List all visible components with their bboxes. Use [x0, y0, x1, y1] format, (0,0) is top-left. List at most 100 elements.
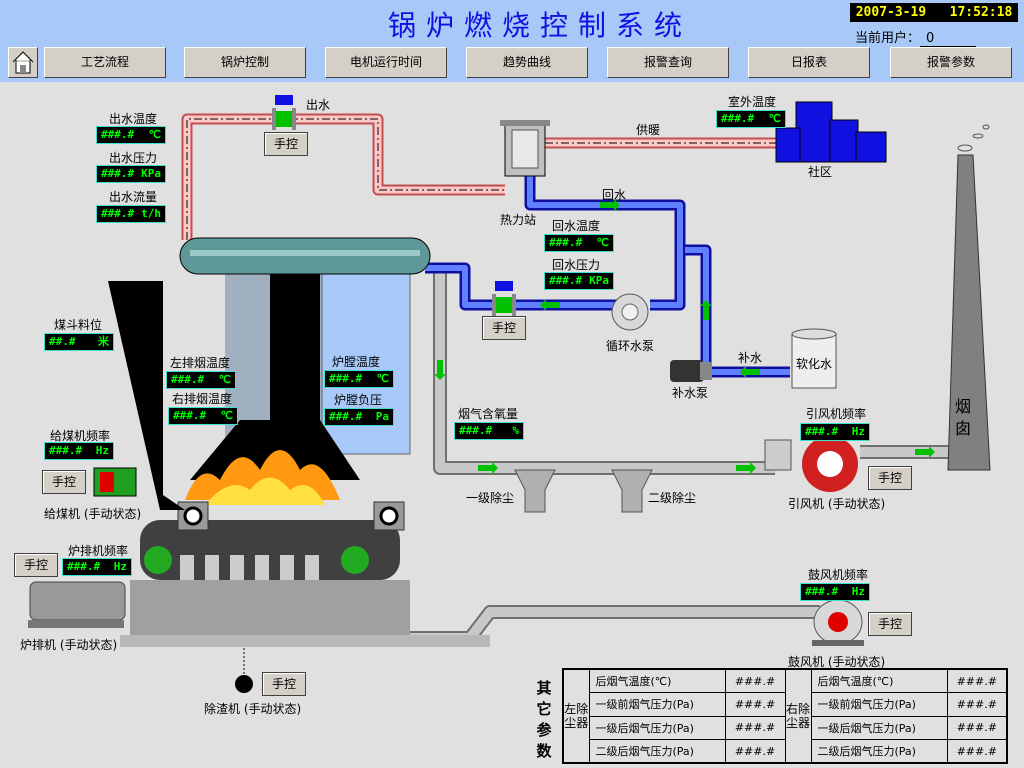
value: ###.# [101, 128, 135, 141]
param-value: ###.# [946, 739, 1008, 764]
nav-daily-report[interactable]: 日报表 [748, 47, 870, 78]
value: ###.# [173, 409, 207, 422]
display-ret-press: ###.# KPa [544, 272, 614, 290]
label-heating: 供暖 [636, 123, 661, 137]
grate-motor [28, 581, 126, 628]
unit: Hz [851, 425, 865, 438]
label-ret-press: 回水压力 [552, 258, 601, 272]
unit: ℃ [376, 372, 389, 385]
param-name: 二级后烟气压力(Pa) [810, 739, 948, 764]
unit: Hz [851, 585, 865, 598]
label-out-flow: 出水流量 [109, 190, 158, 204]
value: ##.# [49, 335, 76, 348]
label-community: 社区 [808, 165, 833, 179]
unit: ℃ [768, 112, 781, 125]
display-hopper: ##.#米 [44, 333, 114, 351]
param-name: 二级后烟气压力(Pa) [588, 739, 726, 764]
param-name: 一级前烟气压力(Pa) [810, 692, 948, 717]
right-group-label: 右除尘器 [784, 668, 812, 764]
param-value: ###.# [724, 739, 786, 764]
unit: ℃ [596, 236, 609, 249]
unit: ℃ [220, 409, 233, 422]
display-outdoor-temp: ###.# ℃ [716, 110, 786, 128]
makeup-pump [670, 360, 712, 382]
home-icon [12, 51, 34, 74]
label-feeder-freq: 给煤机频率 [50, 429, 111, 443]
nav-process[interactable]: 工艺流程 [44, 47, 166, 78]
nav-alarm-params[interactable]: 报警参数 [890, 47, 1012, 78]
display-ret-temp: ###.#℃ [544, 234, 614, 252]
params-table: 左除尘器后烟气温度(℃)###.#右除尘器后烟气温度(℃)###.# 一级前烟气… [562, 668, 1008, 764]
label-soft-water: 软化水 [796, 357, 833, 371]
current-user: 当前用户：0 [855, 27, 977, 47]
manual-outlet-valve-button[interactable]: 手控 [264, 132, 308, 156]
circulation-pump [611, 293, 649, 331]
unit: t/h [141, 207, 161, 220]
value: ###.# [549, 274, 583, 287]
table-row: 一级后烟气压力(Pa)###.#一级后烟气压力(Pa)###.# [563, 715, 1008, 740]
unit: % [512, 424, 519, 437]
nav-boiler-control[interactable]: 锅炉控制 [184, 47, 306, 78]
param-value: ###.# [946, 715, 1008, 740]
nav-motor-runtime[interactable]: 电机运行时间 [325, 47, 447, 78]
flow-arrows [434, 199, 935, 474]
nav-trend[interactable]: 趋势曲线 [466, 47, 588, 78]
param-name: 后烟气温度(℃) [588, 668, 726, 693]
label-furnace-temp: 炉膛温度 [332, 355, 381, 369]
label-oxygen: 烟气含氧量 [458, 407, 519, 421]
label-return: 回水 [602, 188, 627, 202]
manual-return-valve-button[interactable]: 手控 [482, 316, 526, 340]
param-name: 一级后烟气压力(Pa) [588, 715, 726, 740]
param-name: 后烟气温度(℃) [810, 668, 948, 693]
manual-id-fan-button[interactable]: 手控 [868, 466, 912, 490]
manual-feeder-button[interactable]: 手控 [42, 470, 86, 494]
label-makeup-pump: 补水泵 [672, 386, 709, 400]
display-furnace-press: ###.#Pa [324, 408, 394, 426]
value: ###.# [721, 112, 755, 125]
user-label: 当前用户： [855, 31, 921, 46]
user-value: 0 [920, 31, 977, 47]
nav-alarm-query[interactable]: 报警查询 [607, 47, 729, 78]
label-grate: 炉排机 (手动状态) [20, 638, 118, 652]
param-value: ###.# [946, 692, 1008, 717]
hot-water-pipe [181, 113, 780, 240]
time: 17:52:18 [949, 5, 1013, 20]
unit: Hz [113, 560, 127, 573]
manual-slag-button[interactable]: 手控 [262, 672, 306, 696]
label-hopper: 煤斗料位 [54, 318, 103, 332]
param-name: 一级后烟气压力(Pa) [810, 715, 948, 740]
display-id-fan-freq: ###.#Hz [800, 423, 870, 441]
outlet-valve [272, 95, 296, 130]
table-row: 一级前烟气压力(Pa)###.#一级前烟气压力(Pa)###.# [563, 692, 1008, 717]
label-outlet: 出水 [306, 98, 331, 112]
label-fd-fan: 鼓风机 (手动状态) [788, 655, 886, 669]
label-id-fan-freq: 引风机频率 [806, 407, 867, 421]
label-dust1: 一级除尘 [466, 491, 515, 505]
label-grate-freq: 炉排机频率 [68, 544, 129, 558]
home-button[interactable] [8, 47, 38, 78]
value: ###.# [459, 424, 493, 437]
label-ret-temp: 回水温度 [552, 219, 601, 233]
display-grate-freq: ###.#Hz [62, 558, 132, 576]
manual-grate-button[interactable]: 手控 [14, 553, 58, 577]
manual-fd-fan-button[interactable]: 手控 [868, 612, 912, 636]
value: ###.# [49, 444, 83, 457]
param-value: ###.# [724, 668, 786, 693]
unit: Pa [375, 410, 389, 423]
label-outdoor-temp: 室外温度 [728, 95, 777, 109]
heat-station [500, 120, 550, 177]
return-valve [492, 281, 516, 316]
display-left-smoke: ###.#℃ [166, 371, 236, 389]
value: ###.# [805, 585, 839, 598]
value: ###.# [329, 372, 363, 385]
label-id-fan: 引风机 (手动状态) [788, 497, 886, 511]
label-feeder: 给煤机 (手动状态) [44, 507, 142, 521]
table-row: 左除尘器后烟气温度(℃)###.#右除尘器后烟气温度(℃)###.# [562, 668, 1008, 764]
label-chimney: 烟囱 [955, 397, 972, 438]
unit: ℃ [148, 128, 161, 141]
unit: KPa [589, 274, 609, 287]
induced-draft-fan [764, 436, 858, 492]
dust-collectors [514, 469, 653, 513]
label-out-press: 出水压力 [109, 151, 158, 165]
